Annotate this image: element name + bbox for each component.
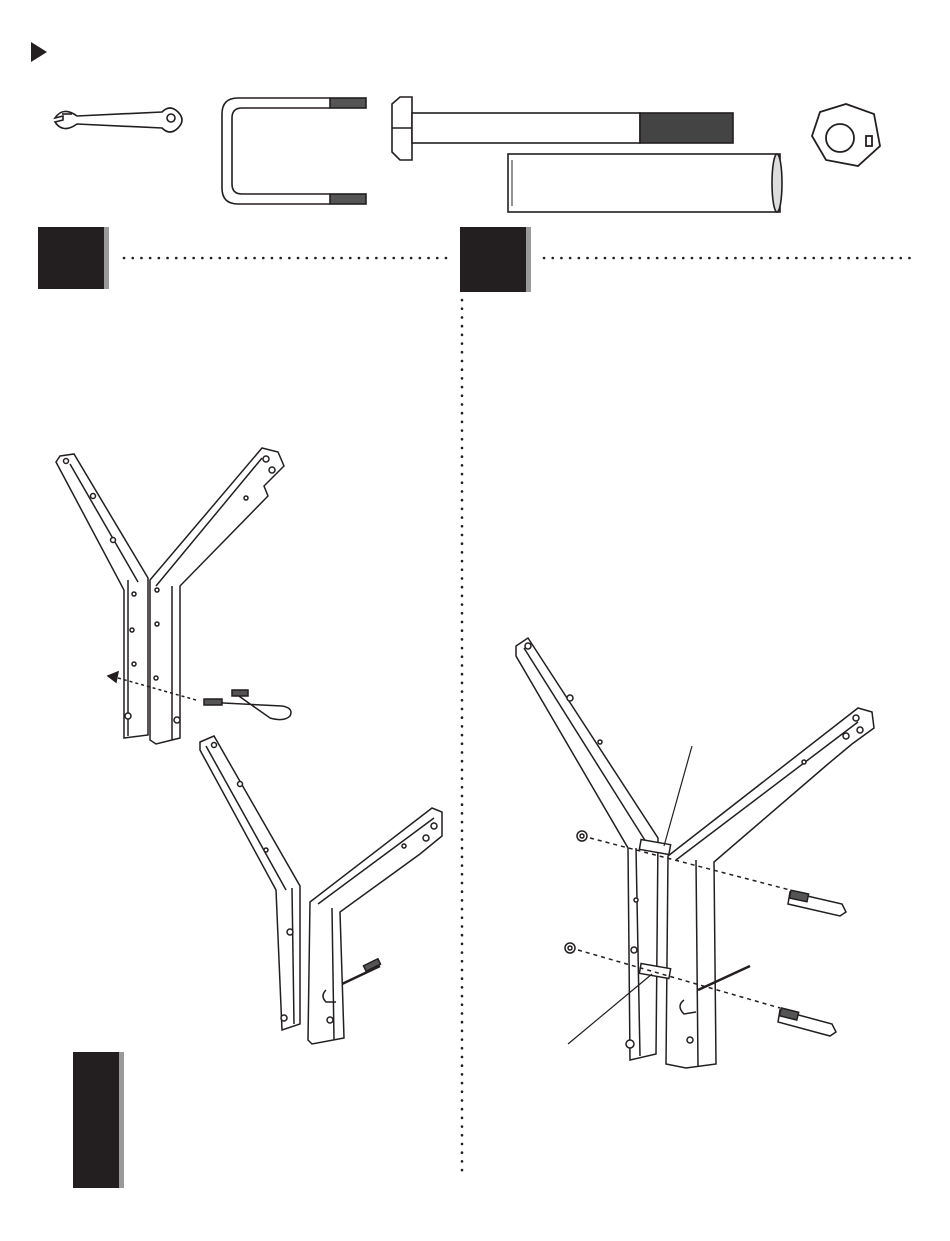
hex-nut-icon (812, 104, 880, 166)
bracket-assembly-step2 (516, 638, 874, 1068)
step-badge-3 (73, 1052, 119, 1188)
bracket-assembly-upper (56, 448, 291, 744)
parts-strip (0, 0, 950, 230)
hex-bolt-icon (392, 97, 733, 160)
spacer-tube-icon (508, 154, 782, 212)
u-bolt-icon (222, 98, 366, 204)
dotted-divider (124, 258, 912, 1172)
wrench-icon (55, 108, 182, 132)
bracket-assembly-lower (200, 736, 442, 1044)
step-badge-1 (38, 227, 104, 289)
step-badge-2 (460, 227, 526, 292)
